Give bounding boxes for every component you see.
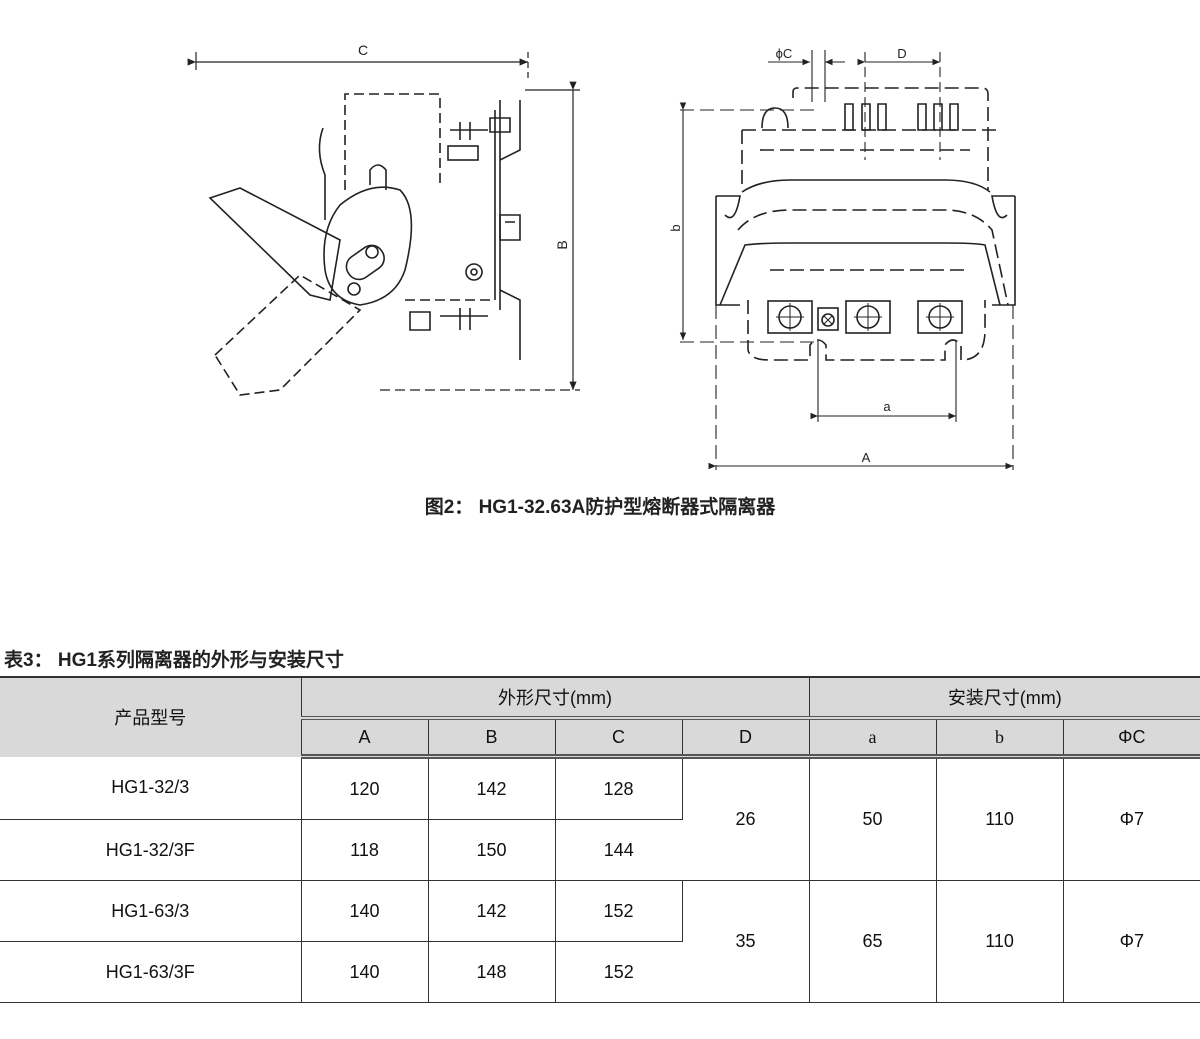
- figure-caption: 图2： HG1-32.63A防护型熔断器式隔离器: [424, 497, 776, 518]
- header-col-b: b: [936, 718, 1064, 759]
- cell-D: 35: [682, 880, 810, 1003]
- cell-C: 144: [555, 819, 682, 881]
- table-row: HG1-63/3F 140 148 152: [0, 941, 1200, 1003]
- technical-drawing: C B ϕC D b: [187, 42, 1016, 470]
- header-col-A: A: [301, 718, 429, 759]
- cell-A: 120: [301, 756, 429, 820]
- dim-label-D: D: [897, 46, 906, 61]
- cell-a: 65: [809, 880, 937, 1003]
- header-col-phiC: ΦC: [1063, 718, 1200, 759]
- cell-model: HG1-32/3F: [0, 819, 302, 881]
- header-col-D: D: [682, 718, 810, 759]
- dim-label-C: C: [358, 42, 368, 58]
- cell-A: 140: [301, 880, 429, 942]
- cell-model: HG1-63/3F: [0, 941, 302, 1003]
- header-model: 产品型号: [0, 676, 302, 757]
- dim-label-B: B: [554, 240, 570, 249]
- cell-b: 110: [936, 880, 1064, 1003]
- cell-D: 26: [682, 756, 810, 881]
- cell-B: 142: [428, 756, 556, 820]
- cell-a: 50: [809, 756, 937, 881]
- cell-B: 142: [428, 880, 556, 942]
- cell-C: 152: [555, 880, 683, 942]
- dim-label-phiC: ϕC: [776, 46, 793, 61]
- side-view: C B: [187, 42, 580, 396]
- cell-phiC: Φ7: [1063, 756, 1200, 881]
- dimensions-table: 产品型号 外形尺寸(mm) 安装尺寸(mm) A B C D a b ΦC HG…: [0, 676, 1200, 1003]
- dim-label-b: b: [668, 224, 683, 231]
- table-row: HG1-63/3 140 142 152 35 65 110 Φ7: [0, 880, 1200, 1003]
- dim-label-A: A: [862, 450, 871, 465]
- cell-A: 140: [301, 941, 429, 1003]
- cell-model: HG1-32/3: [0, 756, 302, 820]
- cell-B: 150: [428, 819, 556, 881]
- front-view: ϕC D b a A: [668, 46, 1016, 470]
- cell-B: 148: [428, 941, 556, 1003]
- cell-C: 152: [555, 941, 682, 1003]
- cell-C: 128: [555, 756, 683, 820]
- dim-label-a: a: [883, 399, 891, 414]
- cell-A: 118: [301, 819, 429, 881]
- cell-model: HG1-63/3: [0, 880, 302, 942]
- header-col-a: a: [809, 718, 937, 759]
- header-col-B: B: [428, 718, 556, 759]
- cell-phiC: Φ7: [1063, 880, 1200, 1003]
- cell-b: 110: [936, 756, 1064, 881]
- table-row: HG1-32/3 120 142 128 26 50 110 Φ7: [0, 756, 1200, 881]
- header-col-C: C: [555, 718, 683, 759]
- header-mount-dimensions: 安装尺寸(mm): [809, 676, 1200, 720]
- table-row: HG1-32/3F 118 150 144: [0, 819, 1200, 881]
- header-outer-dimensions: 外形尺寸(mm): [301, 676, 810, 720]
- table-title: 表3： HG1系列隔离器的外形与安装尺寸: [4, 650, 344, 671]
